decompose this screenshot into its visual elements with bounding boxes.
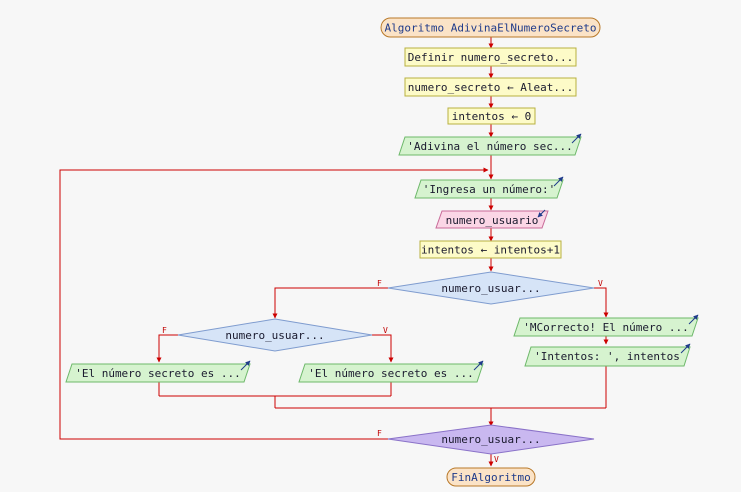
loop-condition-node[interactable]: numero_usuar... [387,424,595,455]
define-label: Definir numero_secreto... [408,51,574,64]
print-prompt-label: 'Ingresa un número:' [423,183,555,196]
loop-true-tag: V [494,455,499,464]
increment-label: intentos ← intentos+1 [421,244,560,257]
define-node[interactable]: Definir numero_secreto... [404,47,577,67]
assign-random-label: numero_secreto ← Aleat... [408,81,574,94]
main-false-tag: F [377,279,382,288]
increment-node[interactable]: intentos ← intentos+1 [419,240,562,259]
init-attempts-label: intentos ← 0 [452,110,531,123]
print-lower-node[interactable]: 'El número secreto es ... [65,360,251,383]
print-attempts-node[interactable]: 'Intentos: ', intentos [524,343,691,367]
read-input-label: numero_usuario [446,214,539,227]
end-node[interactable]: FinAlgoritmo [446,467,536,487]
print-correct-node[interactable]: 'MCorrecto! El número ... [513,314,699,337]
print-higher-label: 'El número secreto es ... [308,367,474,380]
connector-lines [59,37,609,467]
inner-true-tag: V [383,326,388,335]
main-decision-node[interactable]: numero_usuar... [387,271,595,305]
loop-false-tag: F [377,429,382,438]
read-input-node[interactable]: numero_usuario [435,209,549,229]
init-attempts-node[interactable]: intentos ← 0 [447,107,536,125]
start-label: Algoritmo AdivinaElNumeroSecreto [385,22,597,35]
print-prompt-node[interactable]: 'Ingresa un número:' [414,176,564,199]
inner-decision-label: numero_usuar... [225,329,324,342]
assign-random-node[interactable]: numero_secreto ← Aleat... [404,77,577,97]
start-node[interactable]: Algoritmo AdivinaElNumeroSecreto [380,17,601,38]
end-label: FinAlgoritmo [451,471,530,484]
print-intro-node[interactable]: 'Adivina el número sec... [398,133,582,156]
print-attempts-label: 'Intentos: ', intentos [534,350,680,363]
main-true-tag: V [598,279,603,288]
print-higher-node[interactable]: 'El número secreto es ... [298,360,484,383]
main-decision-label: numero_usuar... [441,282,540,295]
loop-condition-label: numero_usuar... [441,433,540,446]
inner-false-tag: F [162,326,167,335]
print-lower-label: 'El número secreto es ... [75,367,241,380]
inner-decision-node[interactable]: numero_usuar... [177,318,373,352]
print-intro-label: 'Adivina el número sec... [407,140,573,153]
print-correct-label: 'MCorrecto! El número ... [523,321,689,334]
